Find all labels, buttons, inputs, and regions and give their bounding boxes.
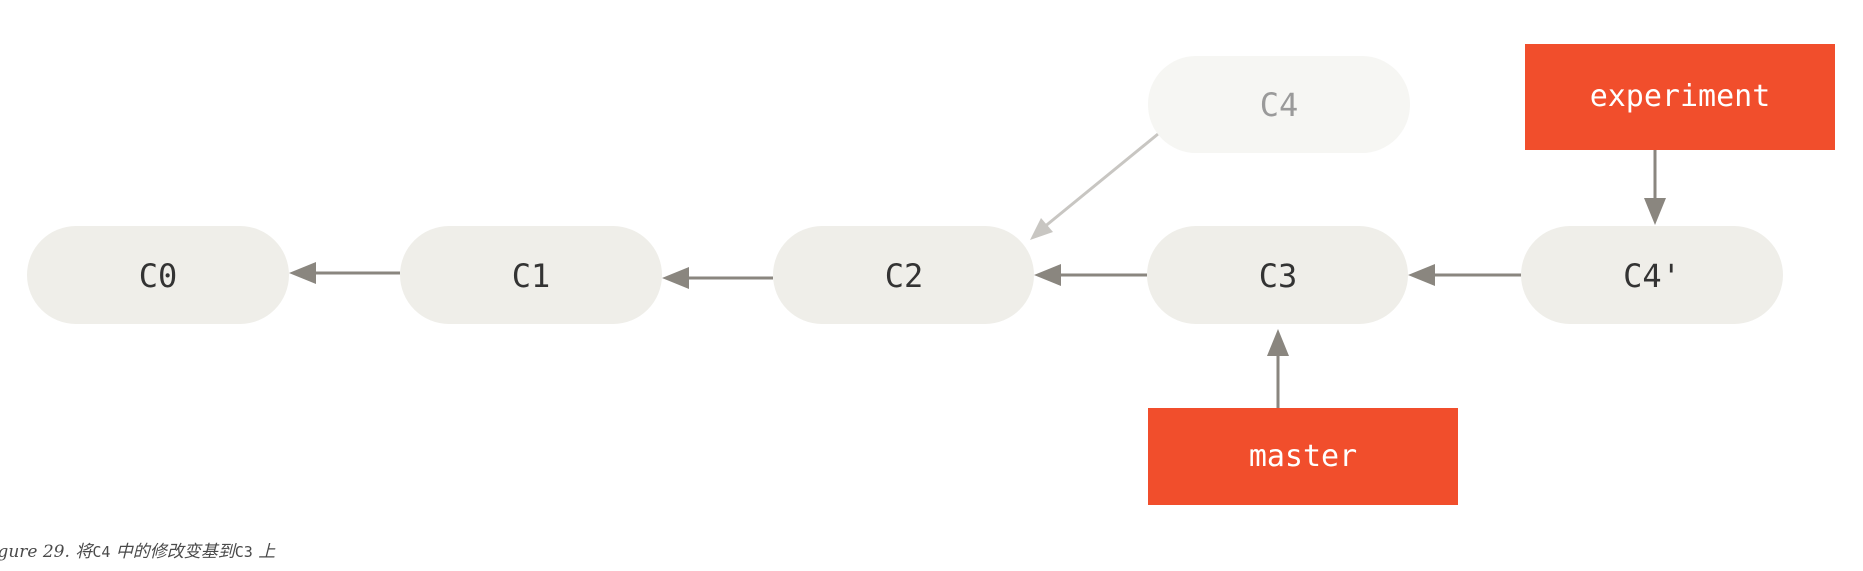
commit-c1: C1 [400, 226, 662, 324]
figure-caption: igure 29. 将C4 中的修改变基到C3 上 [0, 537, 275, 562]
commit-c4-rebased-label: C4' [1623, 257, 1681, 295]
commit-c4-original: C4 [1148, 56, 1410, 153]
commit-c2-label: C2 [885, 257, 924, 295]
branch-experiment-label: experiment [1590, 79, 1771, 114]
commit-c0: C0 [27, 226, 289, 324]
commit-c2: C2 [773, 226, 1034, 324]
caption-code-c4: C4 [92, 543, 111, 561]
commit-c3-label: C3 [1259, 257, 1298, 295]
caption-prefix: igure 29. 将 [0, 542, 93, 562]
commit-c3: C3 [1147, 226, 1408, 324]
caption-suffix: 上 [252, 542, 276, 562]
branch-master: master [1148, 408, 1458, 505]
arrow-experiment-to-c4new [1644, 150, 1666, 225]
caption-code-c3: C3 [234, 543, 253, 561]
commit-c1-label: C1 [512, 257, 551, 295]
commit-c4-original-label: C4 [1260, 86, 1299, 124]
arrow-c4new-to-c3 [1408, 264, 1521, 286]
arrow-c1-to-c0 [289, 262, 400, 284]
arrow-master-to-c3 [1267, 329, 1289, 408]
arrow-c3-to-c2 [1034, 264, 1147, 286]
commit-c4-rebased: C4' [1521, 226, 1783, 324]
caption-middle: 中的修改变基到 [110, 542, 235, 562]
branch-master-label: master [1249, 439, 1357, 474]
branch-experiment: experiment [1525, 44, 1835, 150]
commit-c0-label: C0 [139, 257, 178, 295]
arrow-c2-to-c1 [662, 267, 773, 289]
arrow-c4-to-c2 [1030, 132, 1159, 240]
